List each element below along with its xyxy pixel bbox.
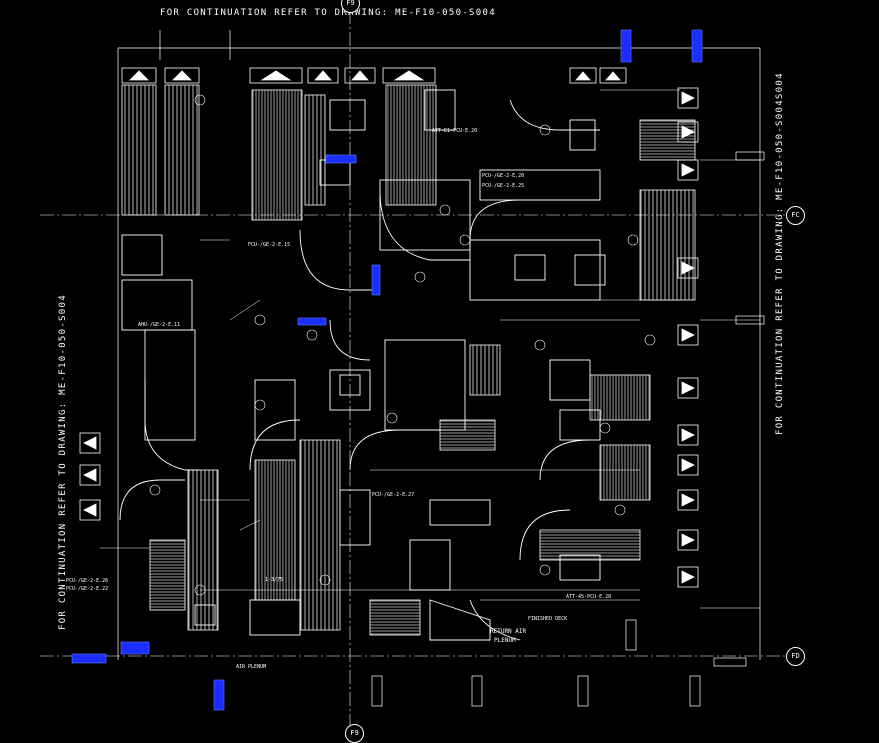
tag-pcu-c: PCU-/GE-2-E.27 [372,492,415,498]
tag-air-plenum: AIR PLENUM [236,664,267,670]
continuation-note-right: FOR CONTINUATION REFER TO DRAWING: ME-F1… [775,72,785,435]
top-diffusers [121,67,627,84]
tag-return-air: RETURN AIR [490,628,527,635]
right-diffusers [677,87,699,588]
section-markers-blue [71,29,703,711]
tag-ahu-a: AHU-/GE-2-E.11 [138,322,181,328]
grid-bubble-fd: FD [786,647,805,666]
tag-finished-deck: FINISHED DECK [528,616,568,622]
tag-plenum: PLENUM [494,637,516,644]
leader-lines [100,89,760,609]
hex-tags [149,94,656,596]
tag-pcu-left-2: PCU-/GE-2-E.22 [66,586,109,592]
tag-size-1: 1-3/75 [265,577,284,583]
tag-pcu-left-1: PCU-/GE-2-E.26 [66,578,109,584]
tag-pcu-b: PCU-/GE-2-E.25 [482,183,525,189]
left-diffusers [79,432,101,521]
continuation-note-top: FOR CONTINUATION REFER TO DRAWING: ME-F1… [160,8,496,18]
tag-pcu-a: PCU-/GE-2-E.20 [482,173,525,179]
grid-bubble-f9-top: F9 [341,0,360,13]
duct-runs [121,84,696,636]
tag-fcu-a: FCU-/GE-2-E.15 [248,242,291,248]
duct-outlines [119,89,606,641]
frame-lines [117,30,761,660]
tag-att-b: ATT-45-PCU-E.28 [566,594,612,600]
grid-bubble-fc: FC [786,206,805,225]
grid-bubble-f9-bottom: F9 [345,724,364,743]
tag-att-a: ATT-E1-PCU-E.20 [432,128,478,134]
section-markers-white [371,151,765,707]
